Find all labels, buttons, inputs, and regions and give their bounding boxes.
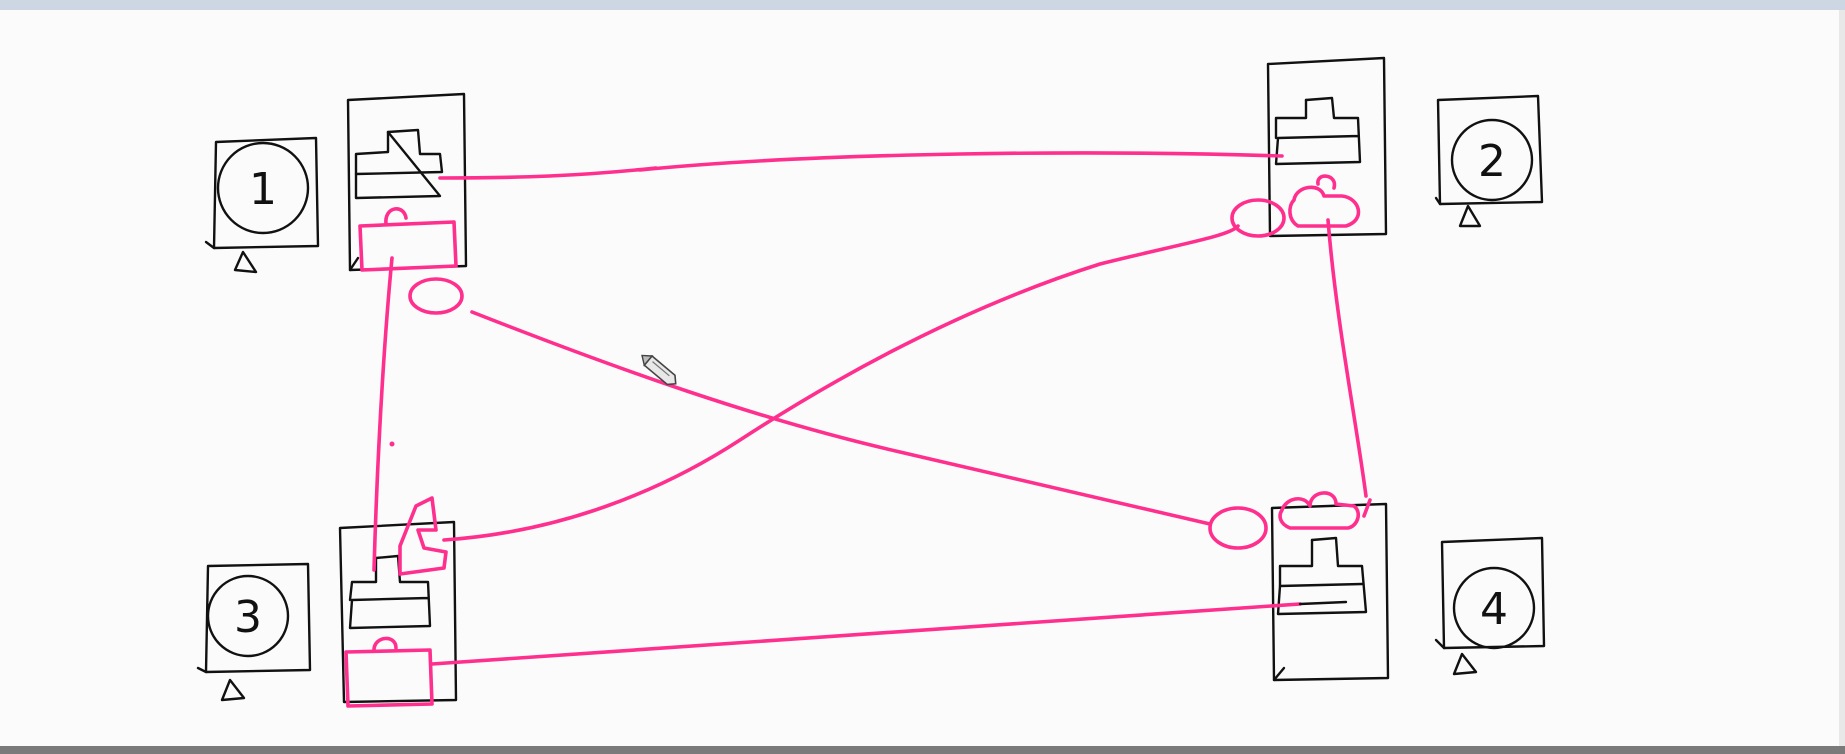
server-rack-icon <box>1266 56 1388 238</box>
server-rack-icon <box>1270 502 1390 682</box>
link-2-4 <box>1326 218 1368 498</box>
link-3-4 <box>430 602 1302 666</box>
station-label: 2 <box>1478 136 1506 187</box>
interface-box <box>1288 185 1361 228</box>
link-3-2 <box>442 224 1240 542</box>
interface-box <box>344 648 434 708</box>
tick-mark <box>1362 498 1372 518</box>
link-1-3 <box>372 256 394 572</box>
interface-box <box>358 220 458 272</box>
interface-tab <box>372 636 398 652</box>
ink-dot <box>389 441 395 447</box>
station-3: 3 <box>196 520 458 704</box>
interface-tab <box>1316 174 1337 190</box>
station-4: 4 <box>1270 502 1546 682</box>
station-label: 4 <box>1480 584 1508 635</box>
scrollbar-track[interactable] <box>1839 10 1845 746</box>
interface-loop <box>408 277 464 315</box>
rack-stroke <box>1298 600 1348 606</box>
interface-loop <box>1208 506 1268 550</box>
link-1-2 <box>438 151 1284 180</box>
interface-loop <box>1230 198 1286 238</box>
server-rack-icon <box>346 92 468 272</box>
whiteboard-canvas[interactable]: 1 2 3 <box>0 10 1839 746</box>
interface-tab <box>398 496 448 576</box>
station-label: 1 <box>249 164 277 215</box>
connection-annotations <box>344 151 1372 708</box>
drawing-surface: 1 2 3 <box>196 56 1546 708</box>
pencil-icon[interactable] <box>638 351 679 388</box>
monitor-icon: 2 <box>1434 94 1544 228</box>
station-1: 1 <box>204 92 468 274</box>
station-label: 3 <box>234 592 262 643</box>
window-top-bar <box>0 0 1845 10</box>
monitor-icon: 3 <box>196 562 312 702</box>
link-1-4 <box>470 310 1212 526</box>
interface-tab <box>384 207 408 226</box>
station-2: 2 <box>1266 56 1544 238</box>
interface-box <box>1278 491 1361 530</box>
monitor-icon: 1 <box>204 136 320 274</box>
window-bottom-bar <box>0 746 1845 754</box>
monitor-icon: 4 <box>1434 536 1546 676</box>
